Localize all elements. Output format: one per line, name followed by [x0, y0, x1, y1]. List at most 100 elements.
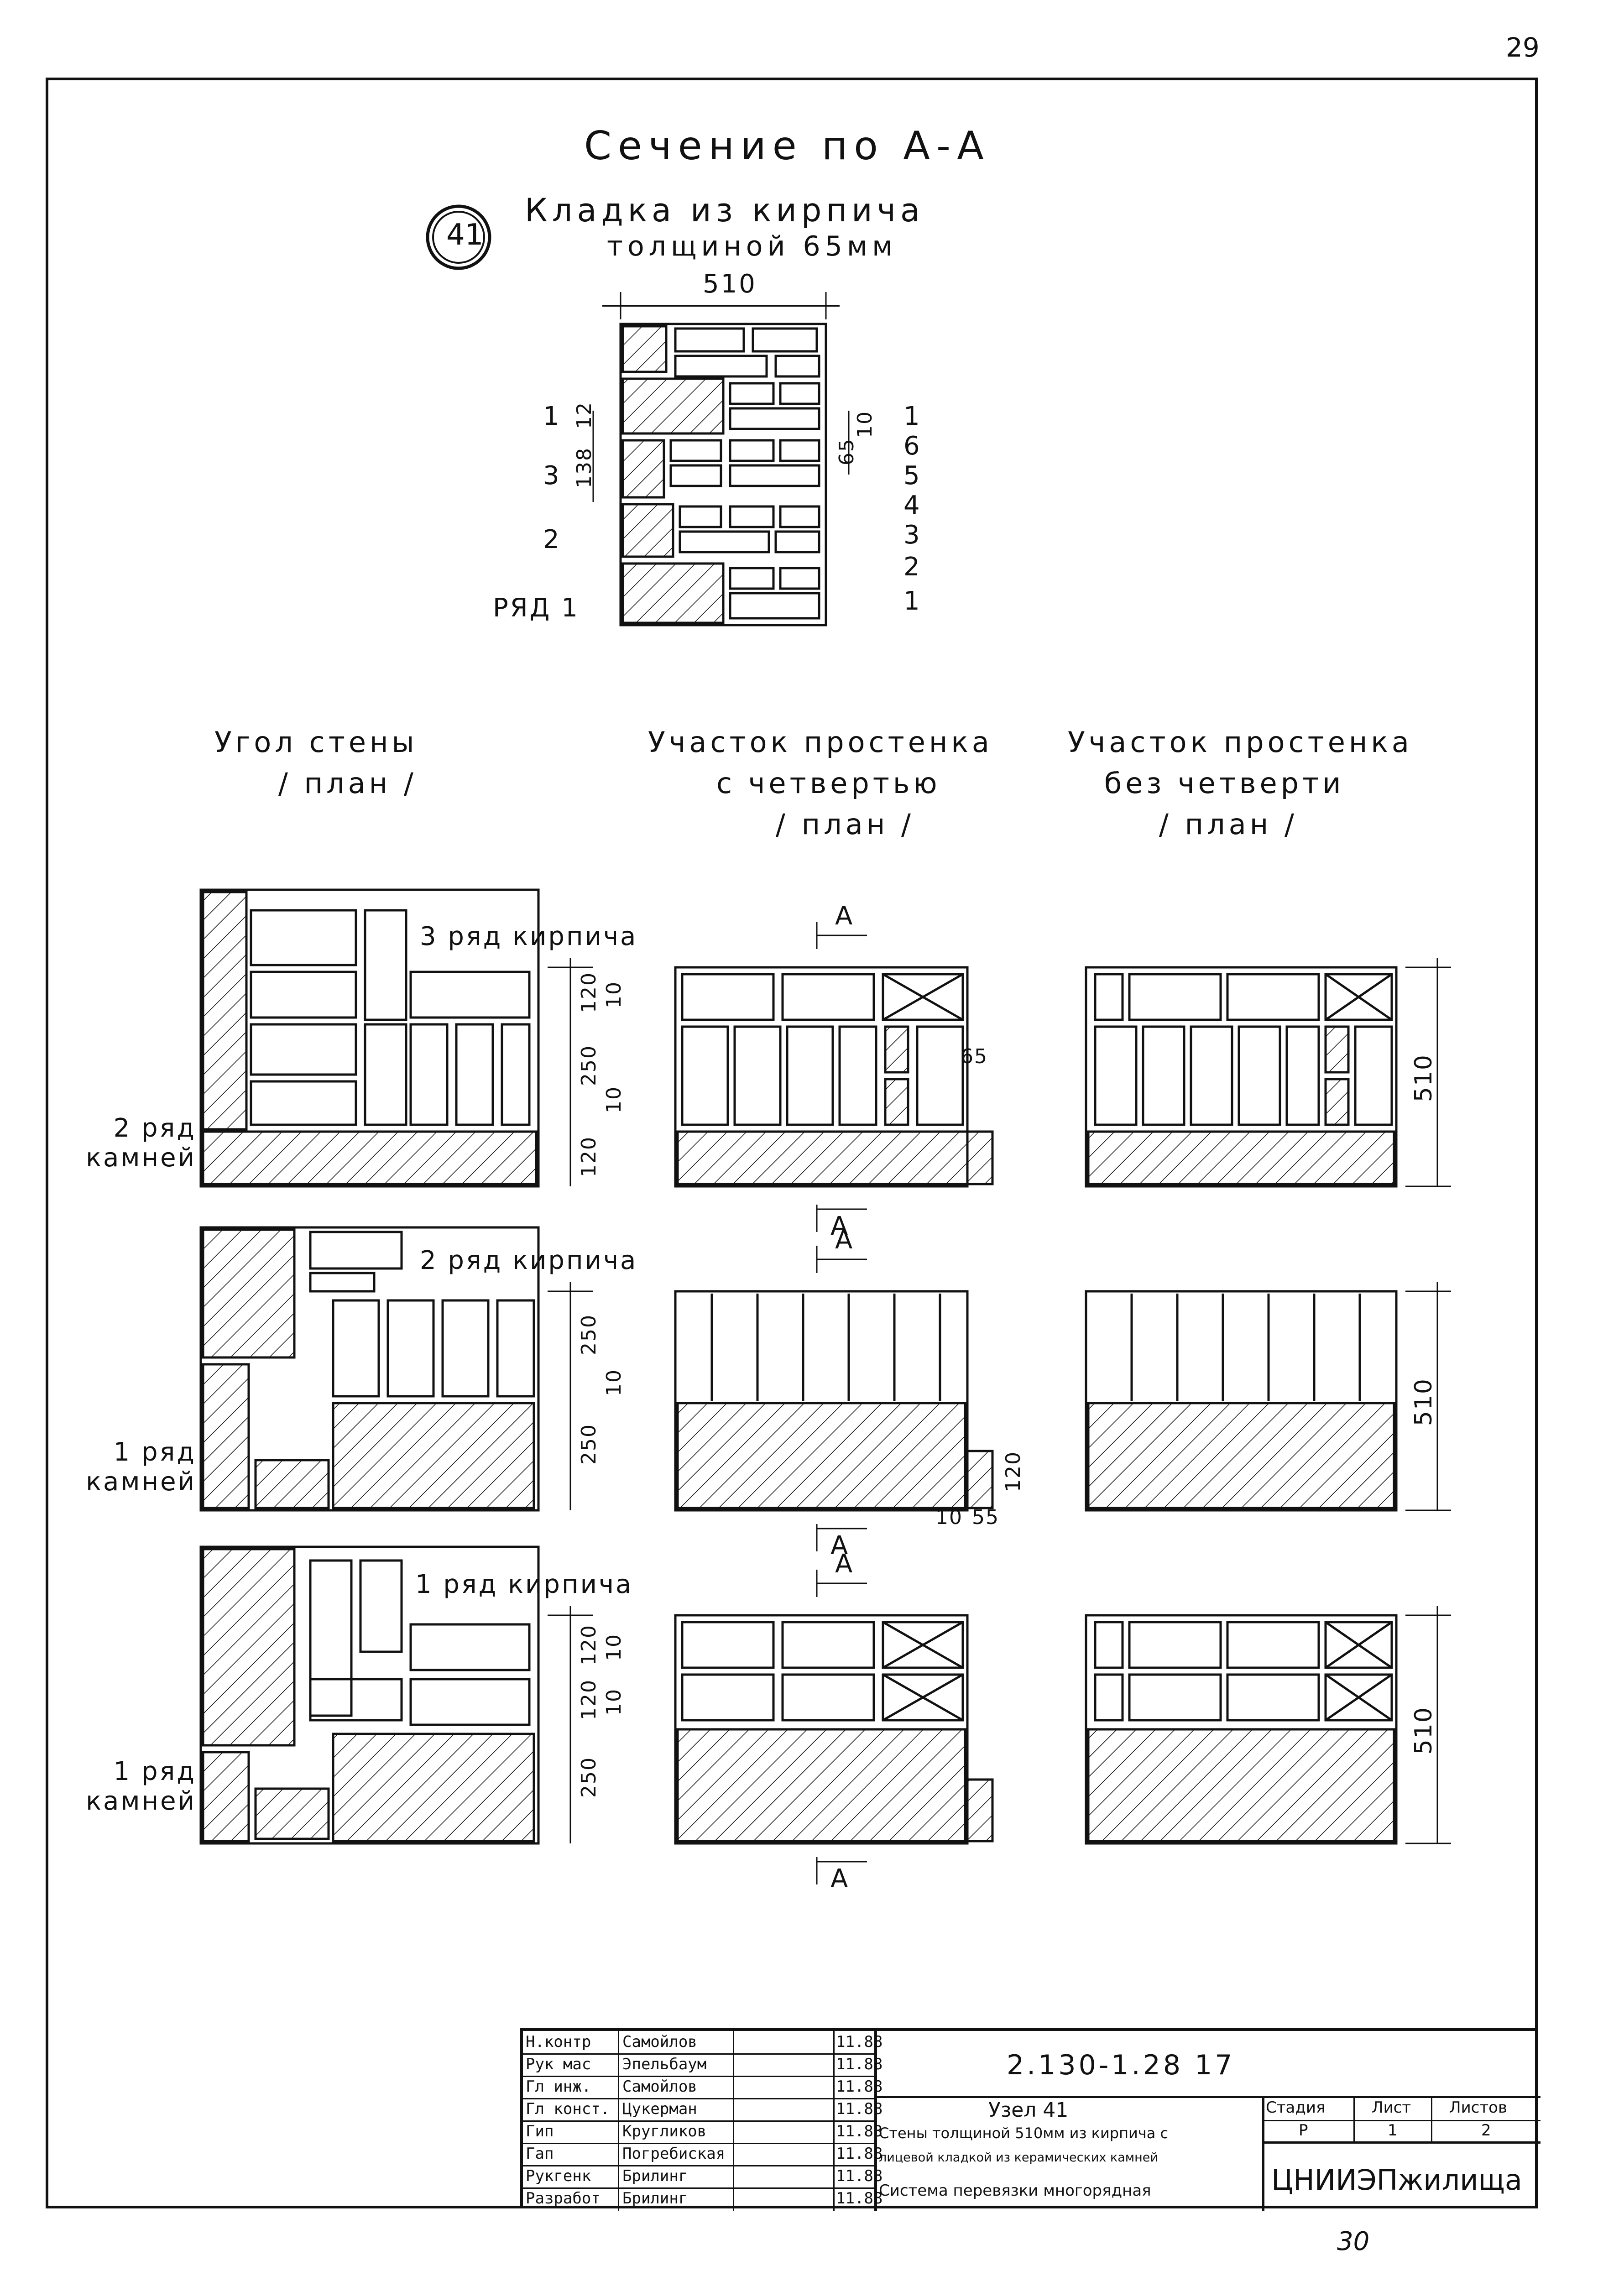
- row3-dim-c: 250: [577, 1045, 601, 1086]
- tb-role-7: Рукгенк: [526, 2167, 591, 2185]
- section-right-row-c: 5: [903, 461, 922, 491]
- row3-stone-label: 2 ряд камней: [86, 1113, 196, 1173]
- section-left-row-3: 3: [543, 461, 561, 491]
- tb-name-8: Брилинг: [622, 2189, 688, 2208]
- plan-corner-row1: [199, 1545, 540, 1845]
- row1-dim-a: 120: [577, 1624, 601, 1665]
- section-right-row-g: 1: [903, 586, 922, 616]
- section-marker-3: А: [835, 1225, 855, 1255]
- noquarter-heading-3: / план /: [1159, 808, 1298, 841]
- tb-date-6: 11.88: [836, 2145, 883, 2163]
- noquarter-heading-1: Участок простенка: [1068, 726, 1413, 759]
- masonry-title-line2: толщиной 65мм: [607, 230, 898, 262]
- tb-date-7: 11.88: [836, 2167, 883, 2185]
- tb-doc-code: 2.130-1.28 17: [1007, 2049, 1235, 2081]
- tb-sheet: 1: [1388, 2121, 1398, 2140]
- overall-dim-row2: 510: [1410, 1378, 1437, 1426]
- tb-sheets: 2: [1481, 2121, 1491, 2140]
- row1-dim-c: 120: [577, 1679, 601, 1720]
- node-number: 41: [446, 218, 484, 252]
- section-marker-5: А: [835, 1549, 855, 1579]
- tb-node: Узел 41: [988, 2098, 1069, 2122]
- node-circle: [426, 204, 491, 270]
- plan-corner-row3: [199, 888, 540, 1188]
- section-left-row-1: 1: [543, 402, 561, 431]
- corner-heading-2: / план /: [278, 767, 417, 800]
- dimension-lines: [548, 922, 1451, 1884]
- section-width-dim: 510: [703, 269, 757, 299]
- row2-dim-b: 10: [602, 1369, 626, 1396]
- tb-role-6: Гап: [526, 2145, 554, 2163]
- tb-date-5: 11.83: [836, 2122, 883, 2140]
- section-right-dim-65: 65: [835, 438, 858, 465]
- plan-quarter-row3: [674, 966, 994, 1188]
- section-right-row-d: 4: [903, 491, 922, 520]
- section-title: Сечение по А-А: [584, 123, 990, 169]
- row1-stone-label: 1 ряд камней: [86, 1757, 196, 1816]
- tb-name-5: Кругликов: [622, 2122, 707, 2140]
- plan-noquarter-row1: [1085, 1614, 1398, 1845]
- tb-stage-header: Стадия: [1266, 2098, 1326, 2117]
- tb-desc-1: Стены толщиной 510мм из кирпича с: [879, 2124, 1169, 2142]
- masonry-title-line1: Кладка из кирпича: [525, 192, 924, 229]
- section-right-row-f: 2: [903, 552, 922, 582]
- row2-stone-label: 1 ряд камней: [86, 1437, 196, 1497]
- tb-name-4: Цукерман: [622, 2100, 697, 2118]
- section-left-dim-12: 12: [573, 402, 596, 429]
- section-marker-2: А: [830, 1211, 850, 1241]
- row1-dim-b: 10: [602, 1634, 626, 1661]
- overall-dim-row3: 510: [1410, 1054, 1437, 1102]
- tb-name-2: Эпельбаум: [622, 2055, 707, 2073]
- tb-desc-2: лицевой кладкой из керамических камней: [879, 2151, 1158, 2165]
- tb-date-4: 11.88: [836, 2100, 883, 2118]
- plan-corner-row2: [199, 1226, 540, 1512]
- plan-noquarter-row3: [1085, 966, 1398, 1188]
- tb-name-1: Самойлов: [622, 2033, 697, 2051]
- corner-heading-1: Угол стены: [214, 726, 418, 759]
- tb-date-3: 11.88: [836, 2077, 883, 2096]
- section-marker-6: А: [830, 1864, 850, 1894]
- tb-date-1: 11.88: [836, 2033, 883, 2051]
- section-left-dim-138: 138: [573, 447, 596, 488]
- section-right-row-e: 3: [903, 520, 922, 550]
- tb-date-2: 11.88: [836, 2055, 883, 2073]
- tb-org: ЦНИИЭПжилища: [1271, 2163, 1522, 2197]
- noquarter-heading-2: без четверти: [1104, 767, 1345, 800]
- tb-role-1: Н.контр: [526, 2033, 591, 2051]
- row1-dim-d: 10: [602, 1688, 626, 1716]
- row3-dim-a: 120: [577, 972, 601, 1013]
- tb-sheet-header: Лист: [1372, 2098, 1411, 2117]
- row2-quarter-dim-b: 10: [935, 1506, 963, 1529]
- tb-role-2: Рук мас: [526, 2055, 591, 2073]
- plan-noquarter-row2: [1085, 1290, 1398, 1512]
- row3-brick-label: 3 ряд кирпича: [420, 922, 638, 951]
- tb-name-3: Самойлов: [622, 2077, 697, 2096]
- quarter-heading-1: Участок простенка: [648, 726, 993, 759]
- tb-stage: Р: [1299, 2121, 1308, 2140]
- tb-date-8: 11.88: [836, 2189, 883, 2208]
- quarter-heading-3: / план /: [776, 808, 914, 841]
- row2-quarter-dim-c: 55: [972, 1506, 999, 1529]
- row1-brick-label: 1 ряд кирпича: [415, 1570, 633, 1599]
- tb-role-4: Гл конст.: [526, 2100, 610, 2118]
- row2-brick-label: 2 ряд кирпича: [420, 1246, 638, 1275]
- section-left-row-base: РЯД 1: [493, 593, 580, 623]
- row2-dim-a: 250: [577, 1314, 601, 1355]
- section-marker-4: А: [830, 1531, 850, 1561]
- section-marker-1: А: [835, 901, 855, 931]
- page-number-bottom: 30: [1337, 2227, 1370, 2256]
- tb-role-8: Разработ: [526, 2189, 601, 2208]
- quarter-heading-2: с четвертью: [716, 767, 941, 800]
- section-right-row-b: 6: [903, 431, 922, 461]
- page-number-top: 29: [1506, 32, 1540, 63]
- row3-quarter-dim: 65: [961, 1045, 988, 1068]
- tb-name-7: Брилинг: [622, 2167, 688, 2185]
- row2-dim-c: 250: [577, 1424, 601, 1465]
- tb-desc-3: Система перевязки многорядная: [879, 2182, 1151, 2200]
- row3-dim-e: 120: [577, 1136, 601, 1177]
- tb-name-6: Погребиская: [622, 2145, 726, 2163]
- row1-dim-e: 250: [577, 1757, 601, 1798]
- section-right-row-a: 1: [903, 402, 922, 431]
- section-left-row-2: 2: [543, 525, 561, 554]
- tb-role-3: Гл инж.: [526, 2077, 591, 2096]
